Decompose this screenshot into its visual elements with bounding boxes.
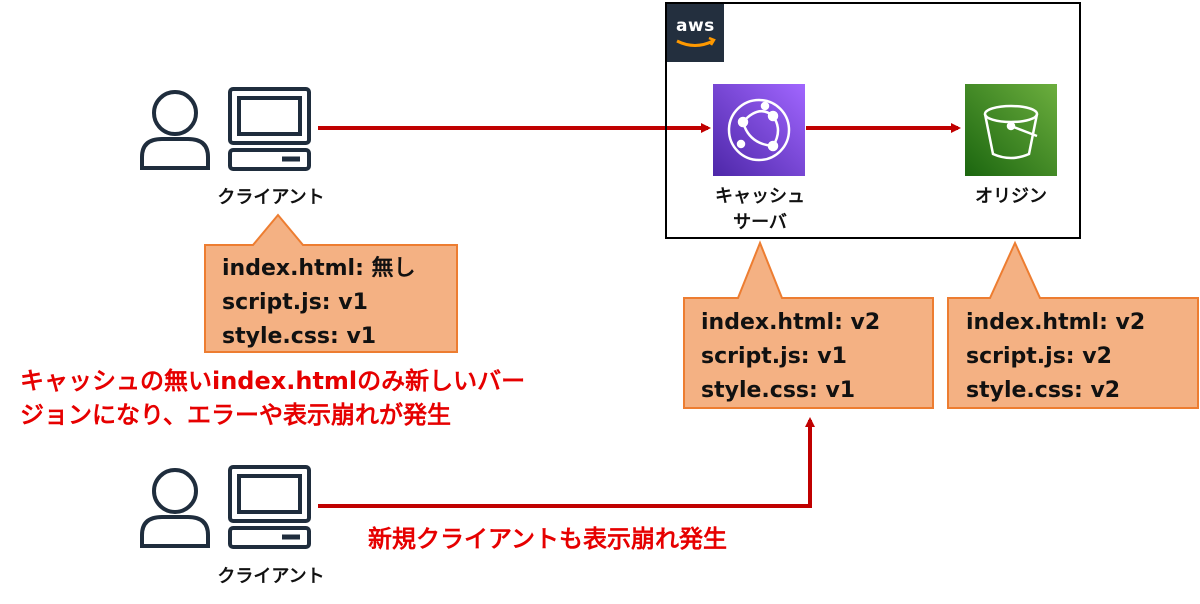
- cache-callout-text: index.html: v2 script.js: v1 style.css: …: [701, 306, 880, 408]
- computer-icon-bottom: [228, 465, 311, 549]
- warning-line2: ジョンになり、エラーや表示崩れが発生: [20, 401, 452, 429]
- cache-callout-line: style.css: v1: [701, 378, 856, 403]
- user-icon-bottom: [140, 468, 210, 548]
- arrow-new-client-to-cache-callout: [318, 417, 815, 508]
- origin-callout-text: index.html: v2 script.js: v2 style.css: …: [966, 306, 1145, 408]
- cache-callout-line: index.html: v2: [701, 310, 881, 335]
- s3-bucket-icon: [965, 84, 1057, 176]
- aws-logo-text: aws: [676, 16, 715, 36]
- origin-callout-line: style.css: v2: [966, 378, 1121, 403]
- warning-line1: キャッシュの無いindex.htmlのみ新しいバー: [20, 367, 526, 395]
- client-callout-line: style.css: v1: [222, 324, 377, 349]
- client-callout-line: index.html: 無し: [222, 256, 416, 281]
- computer-icon-top: [228, 87, 311, 171]
- client-callout-text: index.html: 無し script.js: v1 style.css: …: [222, 252, 416, 354]
- client-bottom-label: クライアント: [217, 566, 325, 587]
- cache-callout-line: script.js: v1: [701, 344, 847, 369]
- cache-server-label: キャッシュ サーバ: [714, 184, 806, 236]
- aws-logo: aws: [667, 4, 724, 62]
- aws-cloud-boundary: [665, 2, 1081, 239]
- cache-callout: [683, 240, 934, 409]
- cache-server-label-line1: キャッシュ: [715, 186, 805, 207]
- client-callout: [204, 213, 458, 353]
- cloudfront-icon: [713, 84, 805, 176]
- origin-callout-line: script.js: v2: [966, 344, 1112, 369]
- cache-server-label-line2: サーバ: [733, 212, 787, 233]
- origin-label: オリジン: [975, 186, 1047, 207]
- client-callout-line: script.js: v1: [222, 290, 368, 315]
- client-top-label: クライアント: [217, 187, 325, 208]
- aws-smile-icon: [676, 36, 716, 47]
- new-client-note: 新規クライアントも表示崩れ発生: [368, 525, 728, 553]
- user-icon-top: [140, 90, 210, 170]
- origin-callout: [947, 240, 1199, 409]
- origin-callout-line: index.html: v2: [966, 310, 1146, 335]
- warning-note: キャッシュの無いindex.htmlのみ新しいバー ジョンになり、エラーや表示崩…: [20, 364, 525, 432]
